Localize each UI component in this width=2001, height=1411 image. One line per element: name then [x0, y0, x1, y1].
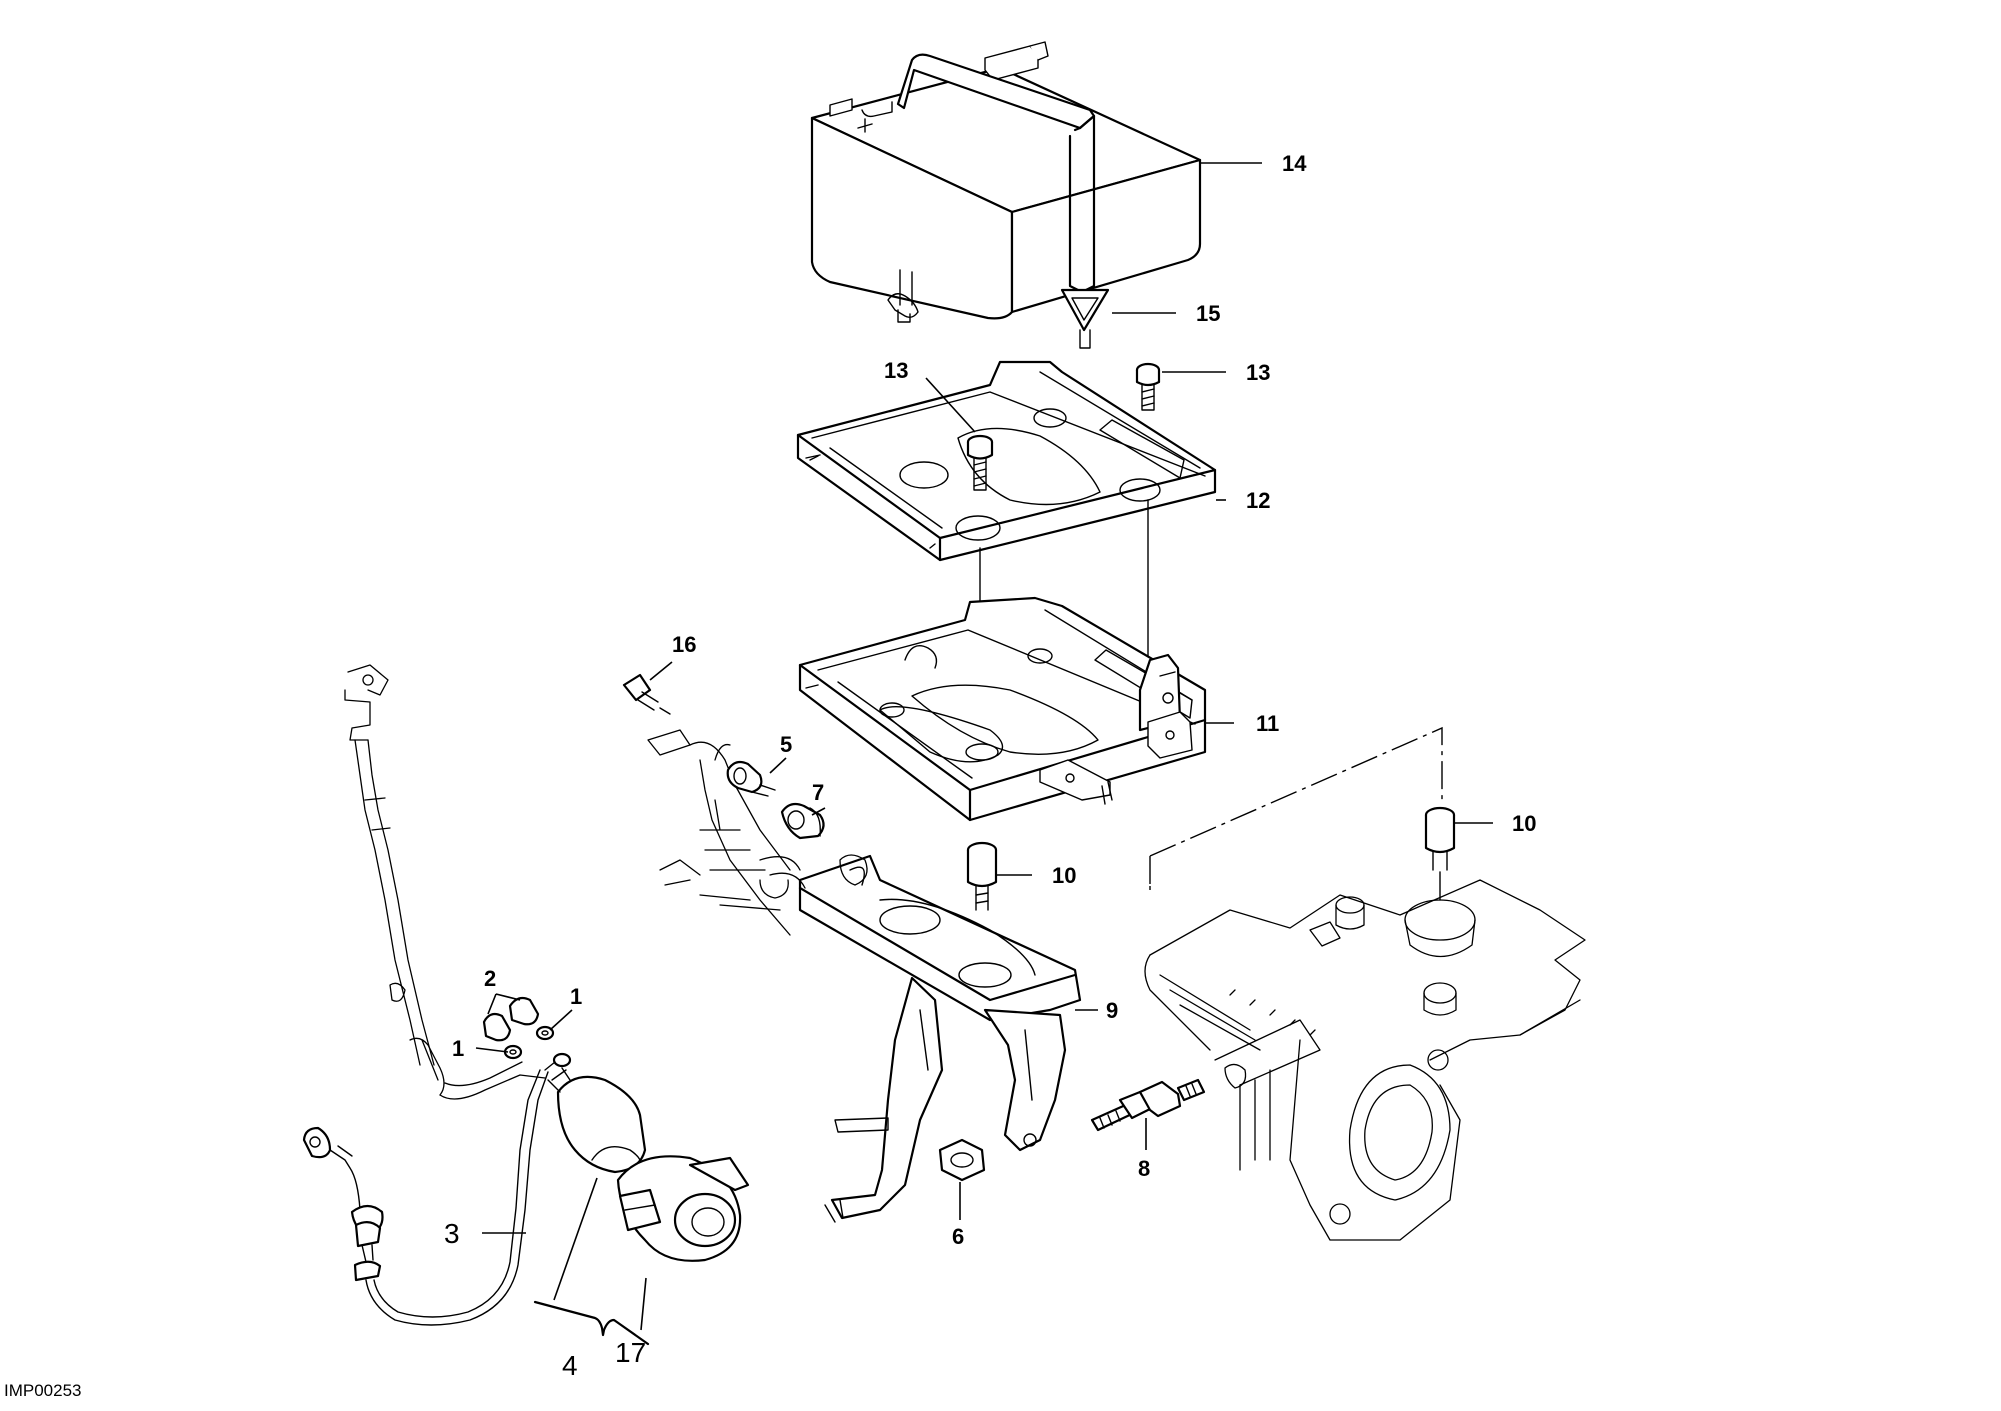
callout-8: 8 — [1138, 1156, 1150, 1181]
rubber-spacer-10-right — [1424, 806, 1456, 901]
callout-14: 14 — [1282, 151, 1307, 176]
callout-7: 7 — [812, 780, 824, 805]
wiring-harness-ghost — [647, 729, 868, 936]
nut-6 — [938, 1138, 986, 1182]
ground-cable-ghost — [344, 664, 546, 1100]
bolt-13-left — [966, 434, 994, 491]
washers-and-nuts — [482, 996, 572, 1081]
callout-11: 11 — [1256, 711, 1279, 736]
sensor-cable-3 — [302, 1069, 549, 1326]
grommet-7 — [780, 802, 825, 840]
callout-10-right: 10 — [1512, 811, 1536, 836]
engine-outline — [1144, 879, 1586, 1241]
callout-1-right: 1 — [570, 984, 582, 1009]
bushing-5 — [726, 760, 776, 797]
callout-17: 17 — [615, 1337, 646, 1368]
callout-5: 5 — [780, 732, 792, 757]
callout-13-right: 13 — [1246, 360, 1270, 385]
callout-15: 15 — [1196, 301, 1220, 326]
bolt-16 — [622, 673, 671, 715]
battery-tray-lower — [798, 454, 1207, 822]
rubber-spacer-10-center — [966, 841, 998, 911]
battery — [810, 41, 1202, 349]
callout-6: 6 — [952, 1224, 964, 1249]
battery-support-bracket — [798, 854, 1082, 1223]
sensor-body — [547, 1067, 647, 1174]
callout-brace-4 — [533, 1300, 650, 1346]
callout-10-center: 10 — [1052, 863, 1076, 888]
callout-9: 9 — [1106, 998, 1118, 1023]
battery-tray-upper — [796, 360, 1217, 562]
callout-1-left: 1 — [452, 1036, 464, 1061]
callout-12: 12 — [1246, 488, 1270, 513]
callout-3: 3 — [444, 1218, 460, 1249]
leader-lines — [475, 162, 1493, 1331]
stud-8 — [1090, 1078, 1206, 1132]
callout-2: 2 — [484, 966, 496, 991]
callout-4: 4 — [562, 1350, 578, 1381]
protective-boot-17 — [616, 1155, 750, 1262]
callout-13-left: 13 — [884, 358, 908, 383]
bolt-13-right — [1135, 362, 1161, 411]
reference-code: IMP00253 — [4, 1381, 82, 1400]
callout-16: 16 — [672, 632, 696, 657]
